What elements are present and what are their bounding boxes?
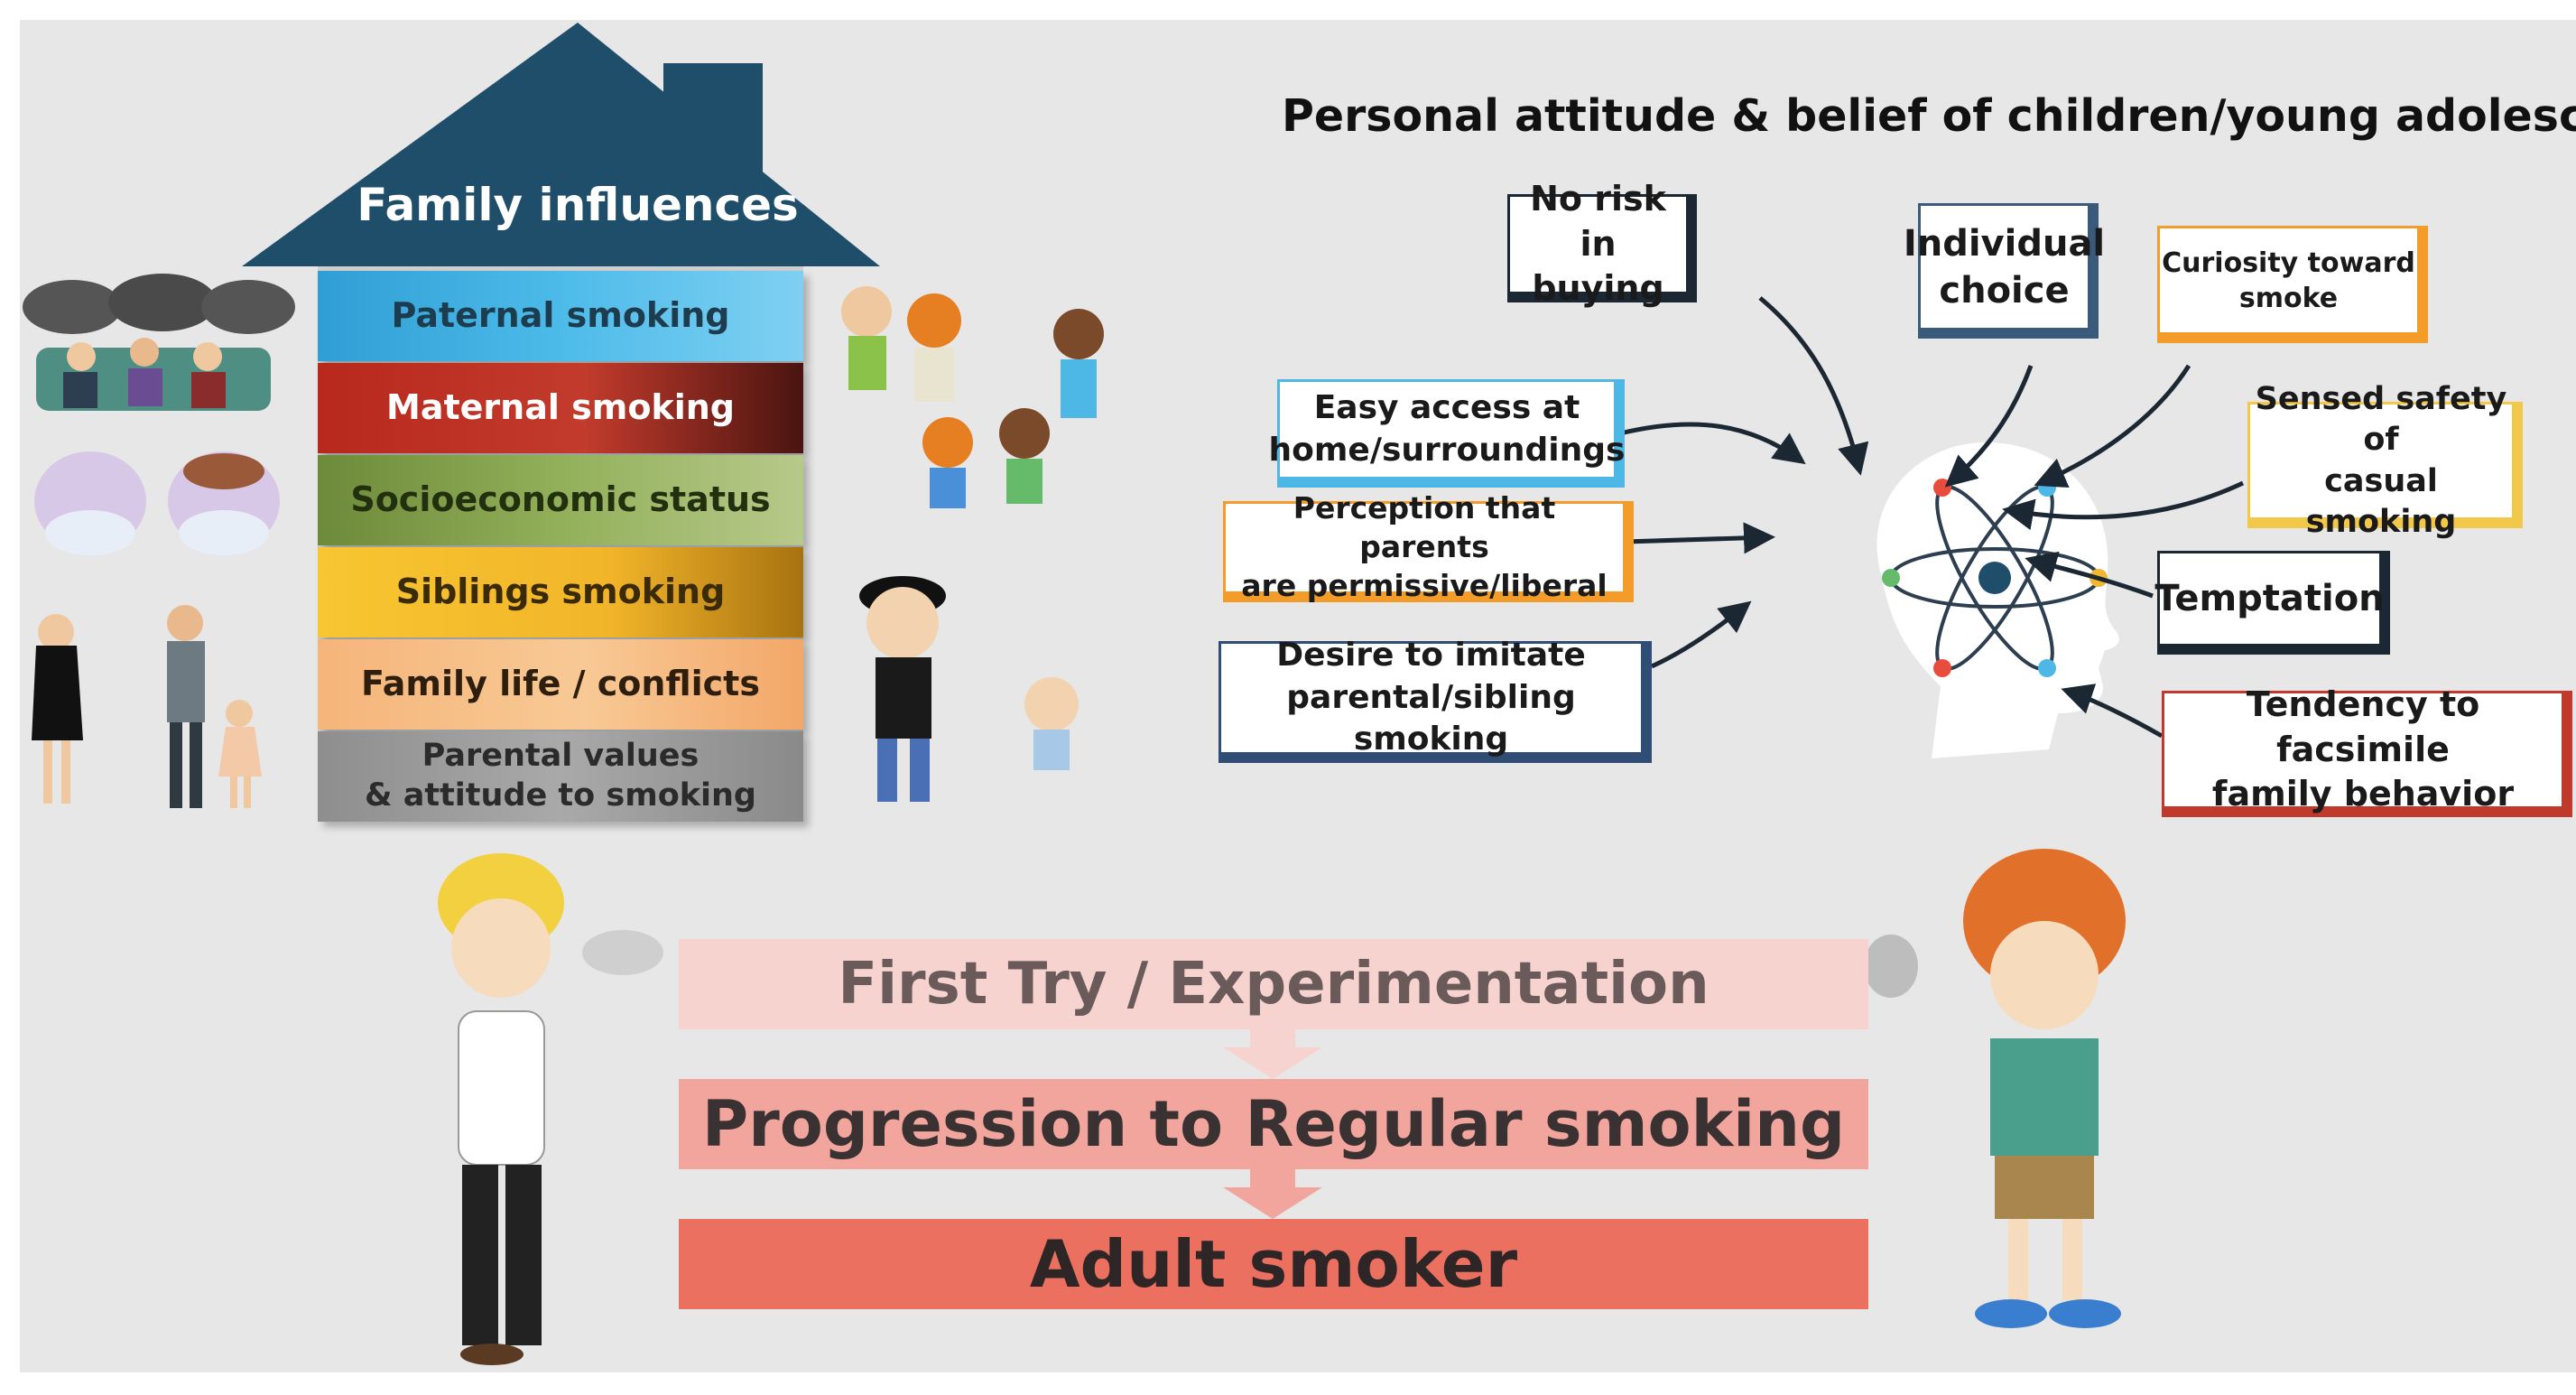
step-adult-smoker: Adult smoker bbox=[679, 1219, 1868, 1309]
family-standing-illustration bbox=[32, 605, 262, 808]
personal-section-title: Personal attitude & belief of children/y… bbox=[1282, 90, 2576, 142]
level-siblings-smoking: Siblings smoking bbox=[318, 547, 803, 637]
level-label: Maternal smoking bbox=[386, 387, 735, 428]
head-atom-icon bbox=[1876, 442, 2119, 758]
children-group-illustration bbox=[841, 286, 1104, 508]
arrow-tendency bbox=[2061, 684, 2164, 739]
step-connectors bbox=[1223, 1029, 1322, 1219]
arrow-no-risk bbox=[1758, 296, 1869, 476]
level-family-life-conflicts: Family life / conflicts bbox=[318, 639, 803, 730]
arrow-curiosity bbox=[2034, 364, 2191, 488]
level-label: Siblings smoking bbox=[395, 572, 726, 612]
step-first-try: First Try / Experimentation bbox=[679, 939, 1868, 1029]
arrow-individual-choice bbox=[1944, 365, 2034, 488]
level-label-line2: & attitude to smoking bbox=[365, 777, 756, 814]
house-title: Family influences bbox=[357, 179, 799, 231]
level-label-line1: Parental values bbox=[422, 738, 700, 775]
level-label: Paternal smoking bbox=[391, 295, 730, 336]
teen-smoker-illustration bbox=[859, 576, 1079, 802]
level-label: Family life / conflicts bbox=[361, 664, 760, 704]
factor-temptation: Temptation bbox=[2154, 551, 2390, 655]
babies-illustration bbox=[34, 451, 280, 555]
blond-man-smoking-illustration bbox=[438, 853, 663, 1365]
step-regular-smoking: Progression to Regular smoking bbox=[679, 1079, 1868, 1169]
level-paternal-smoking: Paternal smoking bbox=[318, 271, 803, 361]
arrow-perception bbox=[1624, 522, 1775, 554]
smoking-adults-illustration bbox=[23, 274, 295, 411]
connector-1 bbox=[1223, 1029, 1322, 1079]
arrow-easy-access bbox=[1619, 422, 1806, 465]
house-roof bbox=[242, 23, 880, 266]
influence-arrows bbox=[1619, 296, 2245, 739]
level-maternal-smoking: Maternal smoking bbox=[318, 363, 803, 453]
level-parental-values: Parental values & attitude to smoking bbox=[318, 731, 803, 822]
level-socioeconomic-status: Socioeconomic status bbox=[318, 455, 803, 545]
arrow-desire-imitate bbox=[1650, 600, 1752, 669]
arrow-sensed-safety bbox=[2002, 480, 2245, 531]
redhead-boy-smoking-illustration bbox=[1864, 849, 2126, 1328]
level-label: Socioeconomic status bbox=[350, 479, 771, 520]
arrow-temptation bbox=[2025, 551, 2154, 599]
connector-2 bbox=[1223, 1169, 1322, 1219]
